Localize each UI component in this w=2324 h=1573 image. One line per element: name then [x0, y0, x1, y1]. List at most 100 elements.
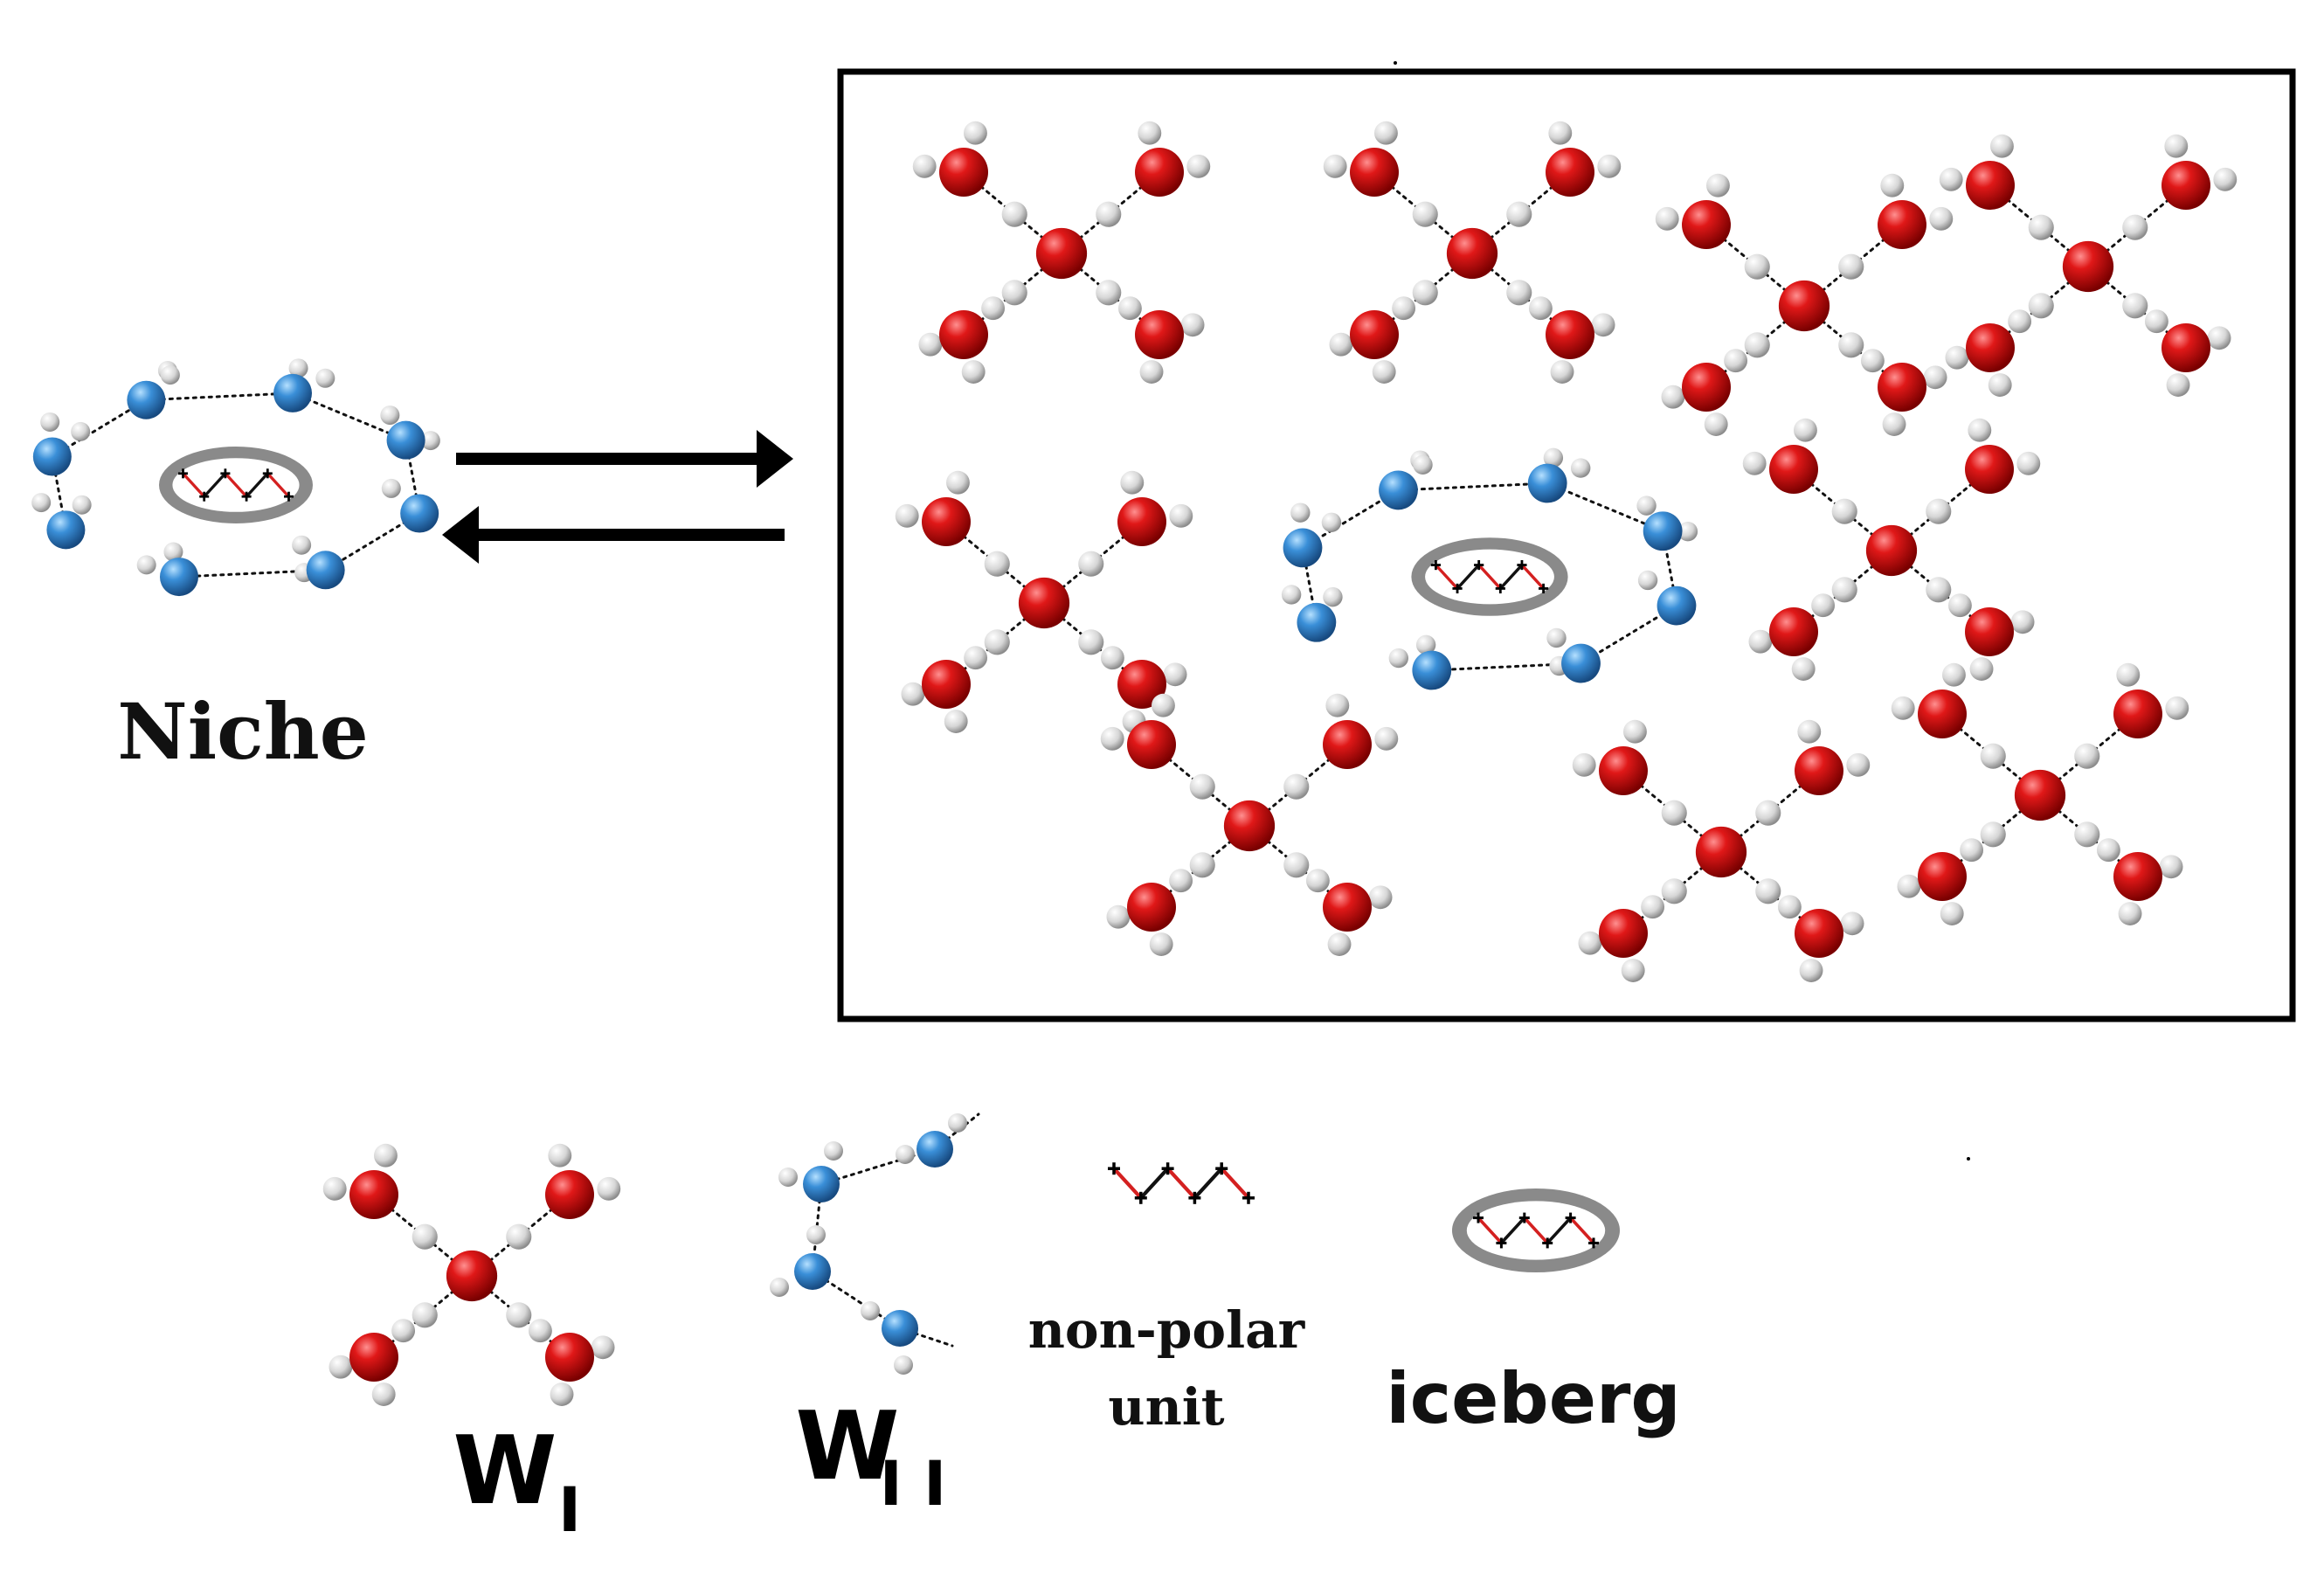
- oxygen-atom-blue: [306, 551, 345, 590]
- equilibrium-arrows: [442, 430, 793, 564]
- hydrogen-atom: [1677, 522, 1698, 542]
- oxygen-atom-red: [1682, 200, 1731, 250]
- hydrogen-atom: [1506, 201, 1532, 227]
- hydrogen-atom: [1186, 154, 1211, 178]
- hydrogen-atom: [1799, 959, 1823, 982]
- hydrogen-atom: [981, 296, 1006, 321]
- oxygen-atom-red: [1769, 445, 1818, 495]
- oxygen-atom-red: [1695, 826, 1747, 878]
- hydrogen-atom: [1388, 648, 1409, 669]
- oxygen-atom-blue: [1412, 650, 1452, 690]
- hydrogen-atom: [374, 1143, 398, 1168]
- oxygen-atom-blue: [1643, 511, 1683, 551]
- oxygen-atom-red: [1127, 720, 1176, 770]
- hydrogen-atom: [1329, 332, 1353, 357]
- hydrogen-bond: [291, 392, 408, 442]
- oxygen-atom-red: [2113, 851, 2162, 901]
- oxygen-atom-red: [349, 1332, 398, 1382]
- chain-bond: [1500, 1216, 1526, 1244]
- oxygen-atom-red: [2161, 322, 2210, 372]
- hydrogen-atom: [1169, 869, 1193, 893]
- chain-bond: [224, 472, 248, 498]
- nonpolar-chain: [1108, 1162, 1255, 1204]
- hydrogen-atom: [1811, 593, 1836, 618]
- hydrogen-atom: [946, 470, 970, 495]
- iceberg: [159, 447, 313, 523]
- hydrogen-atom: [1392, 296, 1416, 321]
- hydrogen-atom: [2207, 326, 2231, 350]
- niche-structure: [31, 358, 440, 597]
- iceberg: [1411, 537, 1568, 616]
- hydrogen-atom: [1831, 577, 1857, 603]
- chain-bond: [1477, 564, 1502, 590]
- oxygen-atom-red: [1599, 746, 1648, 796]
- hydrogen-atom: [1180, 313, 1205, 337]
- hydrogen-atom: [2164, 134, 2189, 158]
- oxygen-atom-red: [1350, 309, 1399, 359]
- hydrogen-atom: [1374, 121, 1398, 145]
- hydrogen-atom: [2159, 855, 2183, 879]
- hydrogen-atom: [381, 478, 401, 498]
- hydrogen-atom: [1412, 201, 1438, 227]
- hydrogen-atom: [1926, 498, 1952, 524]
- hydrogen-atom: [1923, 365, 1947, 390]
- water-cluster-wi: [1323, 121, 1622, 384]
- hydrogen-atom: [1327, 932, 1352, 956]
- hydrogen-atom: [550, 1382, 574, 1406]
- hydrogen-atom: [1706, 173, 1730, 197]
- hydrogen-atom: [1078, 629, 1104, 655]
- hydrogen-atom: [1744, 332, 1770, 358]
- hydrogen-atom: [1283, 773, 1310, 800]
- oxygen-atom-red: [1918, 689, 1967, 739]
- oxygen-atom-red: [1018, 577, 1070, 629]
- oxygen-atom-red: [1350, 148, 1399, 197]
- w2-label: W: [795, 1392, 899, 1501]
- w1-label: W: [453, 1417, 557, 1526]
- oxygen-atom-red: [1323, 720, 1372, 770]
- hydrogen-atom: [984, 551, 1010, 577]
- hydrogen-atom: [1374, 726, 1399, 751]
- hydrogen-atom: [1106, 904, 1131, 929]
- hydrogen-atom: [1704, 412, 1728, 436]
- hydrogen-atom: [315, 368, 335, 388]
- oxygen-atom-blue: [916, 1131, 953, 1168]
- oxygen-atom-red: [1127, 882, 1176, 932]
- hydrogen-atom: [1506, 280, 1532, 306]
- oxygen-atom-red: [545, 1170, 594, 1220]
- oxygen-atom-red: [2161, 161, 2210, 211]
- hydrogen-atom: [2096, 838, 2120, 863]
- hydrogen-atom: [160, 365, 180, 385]
- hydrogen-atom: [31, 493, 52, 513]
- hydrogen-atom: [1149, 932, 1173, 956]
- nonpolar-label-line1: non-polar: [1028, 1300, 1306, 1360]
- hydrogen-atom: [1942, 662, 1966, 687]
- hydrogen-atom: [778, 1168, 798, 1187]
- oxygen-atom-red: [1966, 322, 2015, 372]
- water-cluster-wi: [895, 470, 1193, 733]
- molecule-layer: [31, 121, 2238, 1406]
- hydrogen-atom: [948, 1113, 967, 1133]
- oxygen-atom-red: [1117, 497, 1166, 547]
- hydrogen-atom: [1548, 121, 1573, 145]
- hydrogen-atom: [528, 1319, 552, 1343]
- hydrogen-atom: [1655, 206, 1679, 231]
- hydrogen-atom: [2144, 309, 2168, 334]
- hydrogen-atom: [292, 535, 312, 555]
- oxygen-atom-blue: [1283, 528, 1323, 568]
- hydrogen-atom: [964, 121, 987, 145]
- hydrogen-atom: [861, 1301, 880, 1320]
- oxygen-atom-blue: [127, 380, 166, 419]
- hydrogen-atom: [40, 412, 60, 432]
- oxygen-atom-blue: [1657, 586, 1697, 626]
- hydrogen-atom: [322, 1176, 347, 1201]
- hydrogen-atom: [1840, 911, 1864, 936]
- hydrogen-atom: [2122, 214, 2148, 240]
- w1-subscript: I: [558, 1474, 581, 1546]
- hydrogen-atom: [1777, 895, 1802, 919]
- hydrogen-atom: [2028, 293, 2054, 319]
- hydrogen-atom: [2165, 696, 2189, 720]
- hydrogen-atom: [1860, 349, 1885, 373]
- hydrogen-atom: [1838, 332, 1864, 358]
- hydrogen-atom: [1281, 585, 1302, 605]
- hydrogen-atom: [71, 421, 91, 441]
